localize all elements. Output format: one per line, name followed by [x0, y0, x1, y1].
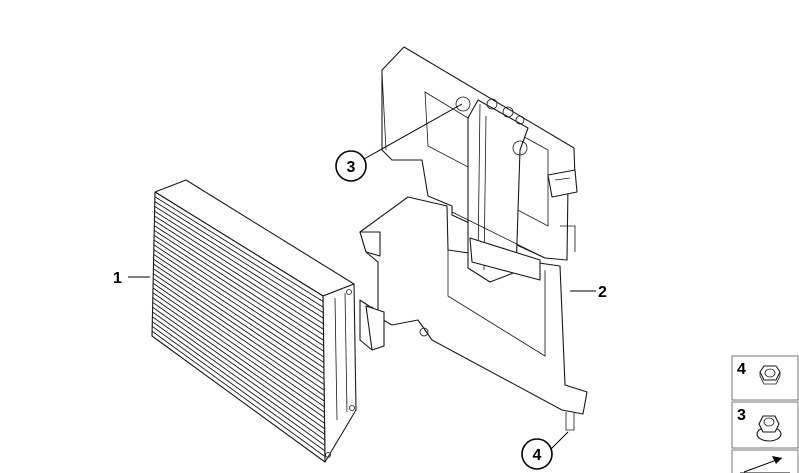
callout-4-label: 4	[533, 447, 542, 464]
cooling-fin	[154, 225, 324, 336]
leader-3	[363, 103, 463, 160]
cooling-fin	[152, 306, 325, 430]
cooling-fins	[151, 196, 326, 457]
cooling-fin	[152, 282, 325, 402]
legend-item-nut-4: 4	[731, 355, 799, 401]
callout-1: 1	[113, 270, 122, 287]
callout-1-label: 1	[113, 270, 122, 287]
cooling-fin	[153, 268, 325, 385]
cooling-fin	[153, 254, 325, 369]
legend-item-label: 3	[737, 407, 746, 424]
cooling-fin	[154, 215, 324, 325]
cooling-fin	[152, 302, 325, 424]
cooling-fin	[152, 278, 325, 396]
cooling-fin	[153, 244, 324, 358]
cooling-fin	[153, 263, 325, 380]
cooling-fin	[152, 311, 325, 435]
cooling-fin	[154, 201, 324, 308]
cooling-fin	[154, 196, 324, 302]
cooling-fin	[153, 249, 325, 363]
direction-arrow-icon	[740, 456, 790, 473]
cooling-fin	[152, 287, 325, 408]
legend-item-arrow	[731, 449, 799, 473]
cooling-fin	[152, 292, 325, 413]
legend-item-nut-3: 3	[731, 401, 799, 449]
hardware-legend: 4 3	[731, 355, 799, 473]
cooling-fin	[154, 210, 324, 319]
cooling-fin	[153, 258, 325, 374]
callout-2-label: 2	[598, 284, 607, 301]
amplifier-unit	[151, 179, 357, 463]
cooling-fin	[151, 330, 326, 457]
callout-2: 2	[598, 284, 607, 301]
cooling-fin	[153, 234, 324, 347]
cooling-fin	[151, 326, 326, 452]
cooling-fin	[153, 230, 324, 341]
cooling-fin	[152, 297, 325, 419]
hex-nut-icon	[759, 365, 781, 385]
flange-nut-icon	[756, 415, 782, 442]
callout-3-label: 3	[347, 159, 356, 176]
callout-3: 3	[335, 150, 367, 182]
cooling-fin	[154, 206, 324, 313]
legend-item-label: 4	[737, 361, 746, 378]
mounting-bracket	[359, 46, 588, 431]
leader-4	[549, 431, 569, 451]
cooling-fin	[152, 316, 325, 441]
cooling-fin	[153, 273, 325, 391]
leader-lines	[128, 103, 596, 451]
cooling-fin	[154, 220, 324, 330]
callout-4: 4	[521, 438, 553, 470]
cooling-fin	[152, 321, 326, 446]
cooling-fin	[153, 239, 324, 352]
